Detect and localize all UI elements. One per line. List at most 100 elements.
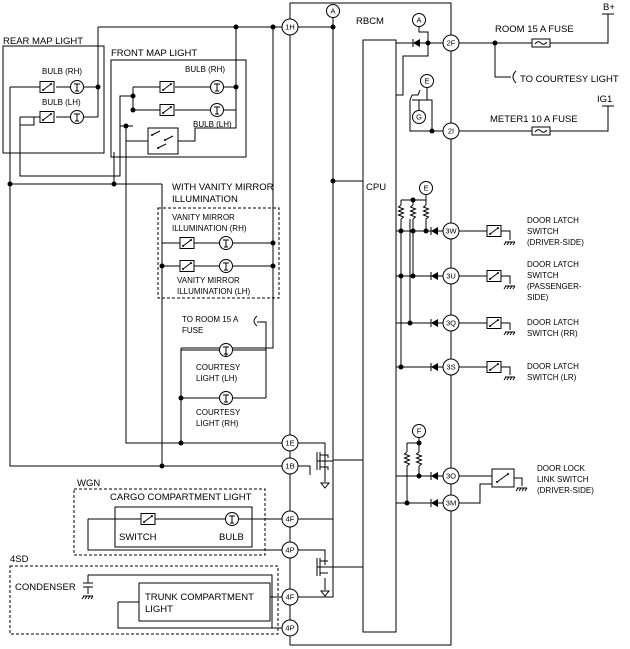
dl-passenger-switch-icon [486, 270, 502, 282]
cargo-switch-label: SWITCH [119, 532, 157, 543]
front-map-switch-block [147, 127, 179, 155]
condenser-ground-icon [81, 595, 94, 600]
svg-text:F: F [417, 427, 422, 436]
front-rh-bulb-icon [210, 80, 224, 94]
3o-diode-icon [430, 471, 439, 481]
dl-rr-switch-icon [486, 317, 502, 329]
terminal-4p-trunk: 4P [281, 619, 299, 637]
cargo-bulb-label: BULB [219, 532, 244, 543]
room-fuse-icon [531, 38, 551, 48]
svg-text:4P: 4P [285, 546, 294, 555]
front-lh-bulb-icon [210, 103, 224, 117]
vanity-lh-switch-icon [179, 260, 195, 272]
dl-passenger-label: DOOR LATCH SWITCH (PASSENGER- SIDE) [527, 260, 582, 302]
rear-lh-bulb-icon [70, 110, 84, 124]
svg-text:A: A [330, 7, 335, 16]
courtesy-rh-bulb-icon [219, 391, 233, 405]
svg-text:SIDE): SIDE) [527, 293, 549, 302]
svg-text:(DRIVER-SIDE): (DRIVER-SIDE) [527, 238, 584, 247]
terminal-1b: 1B [281, 457, 299, 475]
cpu-block [362, 39, 397, 633]
dl-driver-switch-icon [486, 225, 502, 237]
terminal-3m: 3M [442, 494, 460, 512]
wgn-box [73, 488, 266, 556]
svg-text:3O: 3O [446, 472, 456, 481]
terminal-2i: 2I [442, 122, 460, 140]
cargo-bulb-icon [225, 512, 239, 526]
terminal-2f: 2F [442, 34, 460, 52]
terminal-3o: 3O [442, 467, 460, 485]
cargo-light-unit [114, 506, 253, 548]
cpu-label: CPU [366, 182, 386, 193]
cargo-switch-icon [140, 513, 156, 525]
condenser-label: CONDENSER [15, 582, 76, 593]
front-map-light-label: FRONT MAP LIGHT [111, 48, 197, 59]
svg-text:1H: 1H [285, 23, 295, 32]
courtesy-rh-label-1: COURTESY [196, 408, 241, 417]
svg-text:SWITCH: SWITCH [527, 227, 559, 236]
terminal-4p-cargo: 4P [281, 541, 299, 559]
pullup-resistor-1 [398, 204, 404, 220]
terminal-3s: 3S [442, 358, 460, 376]
rear-map-light-label: REAR MAP LIGHT [3, 36, 83, 47]
with-vanity-label-2: ILLUMINATION [172, 194, 238, 205]
courtesy-lh-label-1: COURTESY [196, 363, 241, 372]
svg-text:1E: 1E [285, 439, 294, 448]
svg-text:3W: 3W [445, 227, 457, 236]
front-bulb-lh-label: BULB (LH) [193, 120, 232, 129]
link-pullup-resistor-1 [404, 451, 410, 467]
svg-text:1B: 1B [285, 462, 294, 471]
rbcm-label: RBCM [356, 16, 384, 27]
dl-lr-ground-icon [503, 376, 516, 381]
3m-diode-icon [430, 498, 439, 508]
svg-text:E: E [424, 77, 429, 86]
svg-text:4F: 4F [286, 515, 295, 524]
room-fuse-label: ROOM 15 A FUSE [495, 24, 574, 35]
to-room-fuse-label-1: TO ROOM 15 A [182, 315, 239, 324]
vanity-rh-switch-icon [179, 237, 195, 249]
link-pullup-resistor-2 [416, 451, 422, 467]
ref-f-pullup: F [412, 424, 426, 438]
with-vanity-label-1: WITH VANITY MIRROR [172, 182, 274, 193]
terminal-3w: 3W [442, 222, 460, 240]
svg-text:(DRIVER-SIDE): (DRIVER-SIDE) [537, 486, 594, 495]
front-rh-switch-icon [159, 81, 175, 93]
3q-diode-icon [430, 318, 439, 328]
svg-text:E: E [423, 184, 428, 193]
b-plus-label: B+ [603, 2, 615, 13]
terminal-1h: 1H [281, 18, 299, 36]
meter-fuse-label: METER1 10 A FUSE [490, 114, 578, 125]
front-map-light-box [110, 59, 247, 158]
dl-rr-ground-icon [503, 331, 516, 336]
to-courtesy-label: TO COURTESY LIGHT [520, 74, 619, 85]
dl-passenger-ground-icon [503, 285, 516, 290]
to-room-fuse-label-2: FUSE [182, 326, 203, 335]
front-bulb-rh-label: BULB (RH) [185, 65, 225, 74]
dl-driver-ground-icon [503, 241, 516, 246]
rear-bulb-lh-label: BULB (LH) [42, 98, 81, 107]
svg-text:DOOR LATCH: DOOR LATCH [527, 216, 579, 225]
rear-rh-bulb-icon [70, 80, 84, 94]
trunk-light-label-1: TRUNK COMPARTMENT [145, 592, 254, 603]
vanity-lh-label-1: VANITY MIRROR [177, 276, 240, 285]
door-lock-link-ground-icon [515, 487, 528, 492]
cargo-light-label: CARGO COMPARTMENT LIGHT [110, 492, 252, 503]
terminal-3q: 3Q [442, 314, 460, 332]
vanity-lh-bulb-icon [219, 259, 233, 273]
sd4-box [9, 565, 279, 635]
pullup-resistor-3 [423, 204, 429, 220]
svg-text:4P: 4P [285, 624, 294, 633]
ref-a-top: A [326, 4, 340, 18]
wgn-label: WGN [77, 478, 100, 489]
rear-rh-switch-icon [39, 81, 55, 93]
ref-a-inner: A [412, 13, 426, 27]
dl-lr-switch-icon [486, 361, 502, 373]
door-lock-link-label: DOOR LOCK LINK SWITCH (DRIVER-SIDE) [537, 464, 594, 495]
svg-text:3M: 3M [446, 499, 456, 508]
1b-ground-icon [320, 482, 330, 489]
4p-ground-icon [320, 590, 330, 597]
3w-diode-icon [430, 226, 439, 236]
dl-driver-label: DOOR LATCH SWITCH (DRIVER-SIDE) [527, 216, 584, 247]
svg-text:3S: 3S [446, 363, 455, 372]
